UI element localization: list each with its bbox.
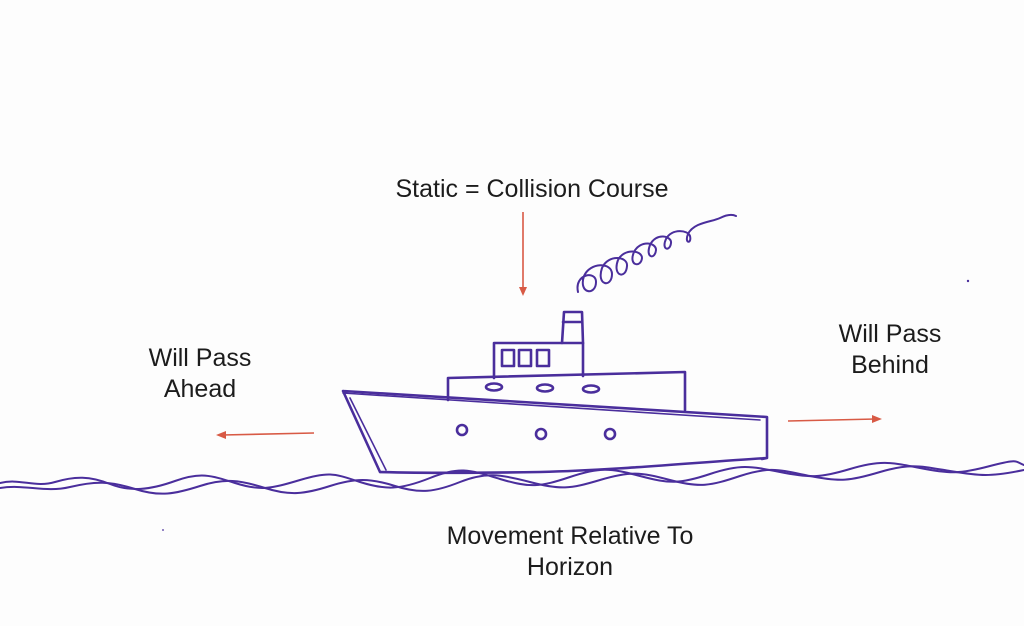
label-static-collision: Static = Collision Course — [372, 174, 692, 205]
ship-hull — [343, 391, 767, 473]
label-static-text: Static = Collision Course — [372, 174, 692, 205]
smoke-icon — [578, 215, 736, 292]
ship-funnel — [562, 312, 583, 343]
wave-line — [0, 466, 1024, 493]
label-bottom-line-2: Horizon — [410, 552, 730, 583]
bridge-window — [502, 350, 514, 366]
pen-dot — [967, 280, 969, 282]
label-bottom-line-1: Movement Relative To — [410, 521, 730, 552]
label-behind-line-2: Behind — [810, 350, 970, 381]
label-movement-relative: Movement Relative To Horizon — [410, 521, 730, 583]
arrow-right-icon — [788, 415, 882, 423]
ship-icon — [343, 312, 767, 473]
label-will-pass-behind: Will Pass Behind — [810, 319, 970, 381]
cabin-porthole — [486, 384, 502, 391]
hull-porthole — [457, 425, 467, 435]
cabin-porthole — [537, 385, 553, 392]
horizon-waves — [0, 461, 1024, 493]
arrow-down-icon — [519, 212, 527, 296]
pen-dot — [162, 529, 164, 531]
label-ahead-line-2: Ahead — [120, 374, 280, 405]
hull-porthole — [536, 429, 546, 439]
bridge-window — [537, 350, 549, 366]
label-will-pass-ahead: Will Pass Ahead — [120, 343, 280, 405]
label-ahead-line-1: Will Pass — [120, 343, 280, 374]
hull-porthole — [605, 429, 615, 439]
label-behind-line-1: Will Pass — [810, 319, 970, 350]
bridge-window — [519, 350, 531, 366]
arrow-left-icon — [216, 431, 314, 439]
cabin-porthole — [583, 386, 599, 393]
ship-bridge — [494, 343, 583, 378]
